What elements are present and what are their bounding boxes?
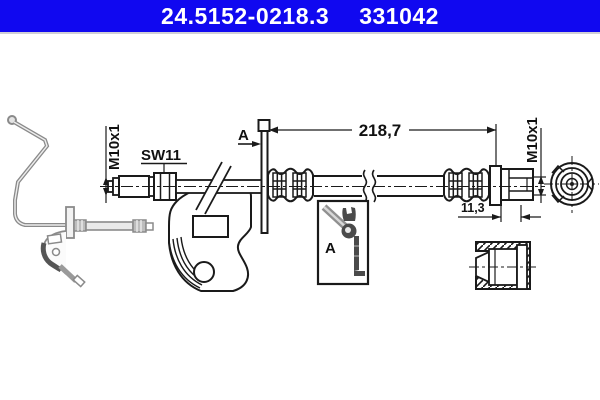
right-fitting-body: [500, 168, 534, 201]
detail-marker-label: A: [238, 127, 249, 144]
right-corrugated-sleeve: [443, 167, 490, 203]
hose-length-label: 218,7: [359, 121, 402, 140]
mount-tab: [260, 130, 269, 234]
dimension-11-3: 11,3: [458, 201, 541, 222]
detail-box-label: A: [325, 240, 336, 257]
tab-cap: [257, 119, 271, 132]
retaining-clip-gray: [40, 242, 63, 273]
bracket-hole: [193, 261, 215, 283]
hose-assembly: [107, 119, 534, 234]
section-view: [469, 241, 536, 290]
end-view: [544, 156, 599, 213]
reference-number: 331042: [359, 3, 439, 29]
clip-foot: [354, 270, 365, 276]
hose-gray: [85, 221, 134, 231]
dimension-length-218-7: 218,7: [269, 121, 497, 166]
fitting-length-label: 11,3: [461, 201, 485, 215]
dimension-m10x1-left: M10x1: [103, 124, 123, 203]
bracket-slot: [192, 215, 229, 238]
clip-leg: [354, 236, 359, 270]
pipe-routing-view: [7, 115, 154, 288]
wrench-size-label: SW11: [141, 147, 181, 164]
part-number: 24.5152-0218.3: [161, 3, 330, 29]
dimension-sw11: SW11: [141, 147, 187, 173]
clip-fork: [342, 207, 356, 221]
thread-label-right: M10x1: [524, 117, 541, 163]
dimension-m10x1-right: M10x1: [524, 117, 546, 203]
thread-label-left: M10x1: [106, 124, 123, 170]
right-collar: [489, 165, 502, 206]
break-symbol: [362, 169, 368, 203]
mounting-bracket: [168, 180, 252, 292]
detail-box-a: A: [316, 199, 370, 286]
detail-marker-a: A: [238, 127, 261, 147]
mount-tab-gray: [65, 206, 75, 239]
left-corrugated-sleeve: [267, 167, 314, 203]
title-bar: 24.5152-0218.3 331042: [0, 0, 600, 34]
